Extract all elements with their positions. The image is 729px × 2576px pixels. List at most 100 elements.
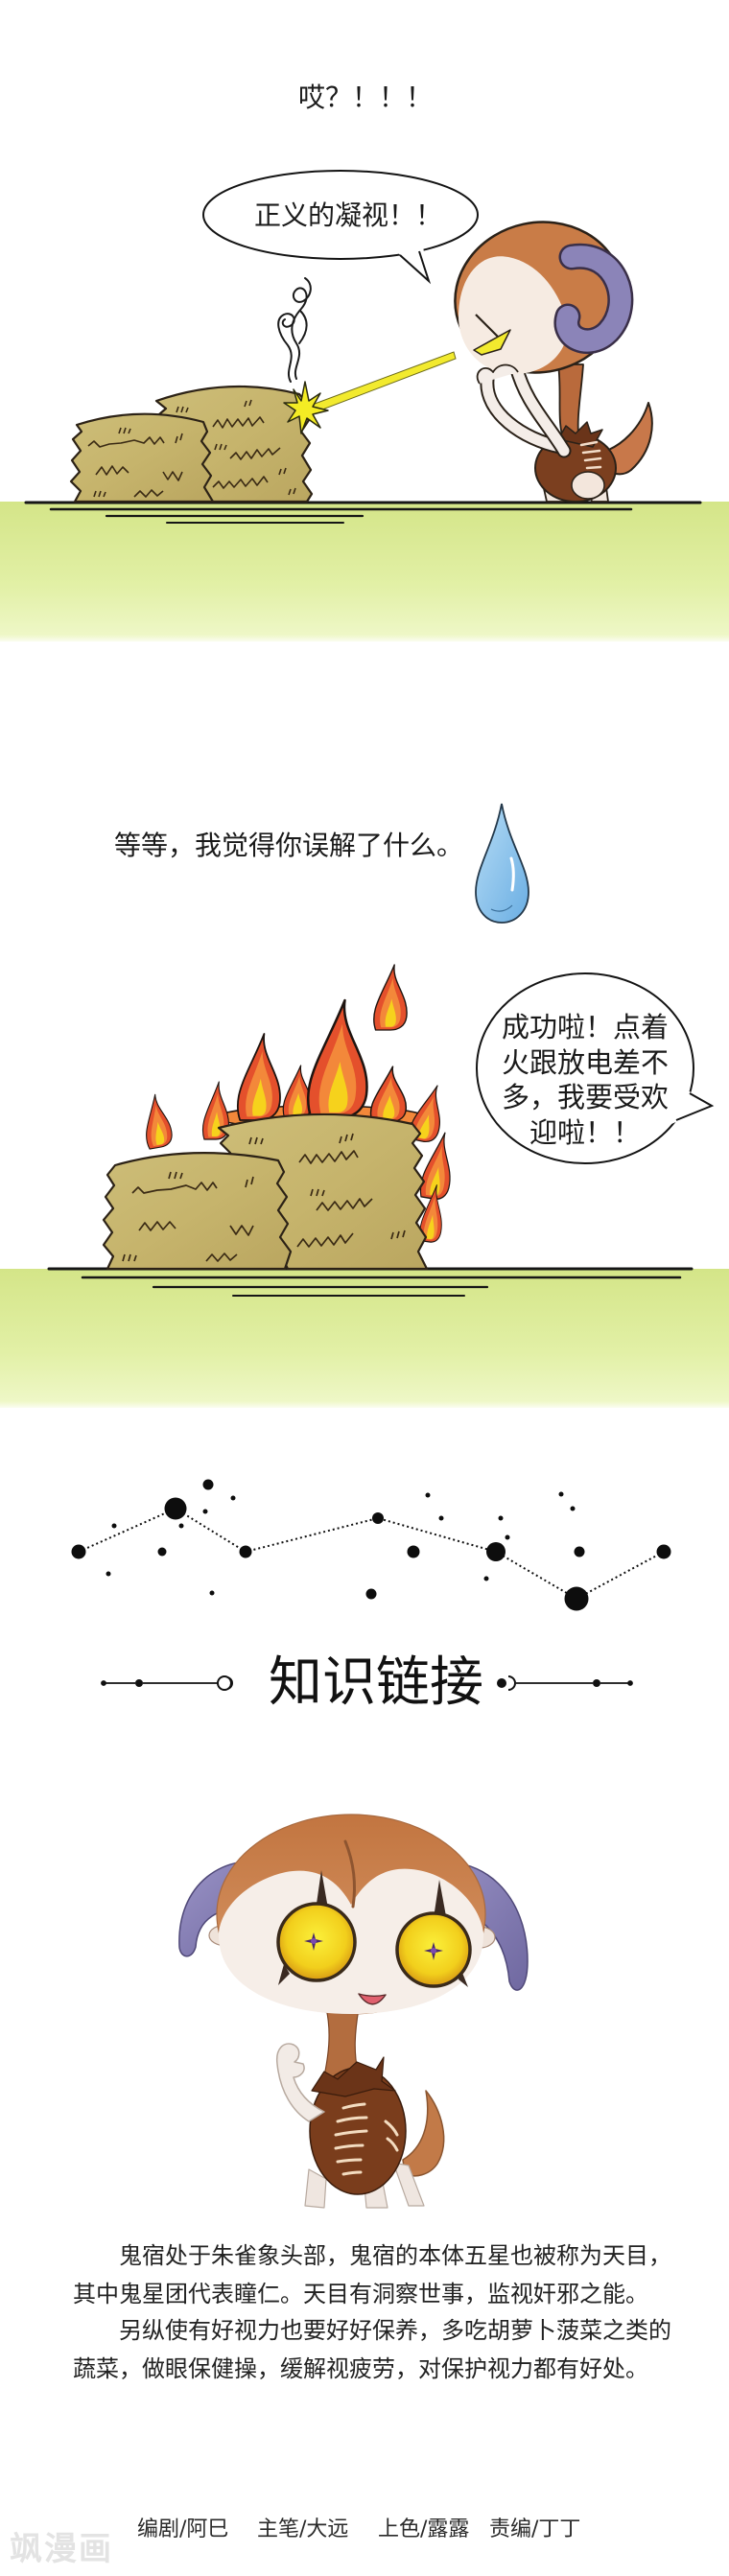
water-drop-highlight: [509, 856, 515, 892]
panel-1-illustration: [0, 170, 729, 642]
ornament-ring-fill: [226, 1676, 233, 1690]
knowledge-paragraph-2-line-2: 蔬菜，做眼保健操，缓解视疲劳，对保护视力都有好处。: [73, 2355, 648, 2382]
speech-bubble-tail: [399, 250, 432, 285]
ground-band: [0, 1269, 729, 1408]
smoke-swirl: [298, 310, 308, 344]
speech-bubble-2-line: 成功啦！点着: [501, 1011, 669, 1043]
stripe: [579, 440, 599, 447]
star: [425, 1492, 431, 1498]
stripe: [585, 465, 602, 470]
flame: [373, 964, 408, 1031]
hay-stroke: [131, 1182, 218, 1194]
hay-texture: [122, 1171, 254, 1262]
hay-stroke: [176, 399, 296, 496]
hay-bale-left: [69, 412, 215, 503]
speech-bubble-2: [476, 972, 715, 1164]
panel-2: 等等，我觉得你误解了什么。 成功啦！点着 火跟放电差不 多，我要受欢 迎啦！！: [0, 652, 729, 1419]
credit-editor: 责编/丁丁: [489, 2517, 581, 2541]
star: [498, 1515, 504, 1521]
hay-stroke: [298, 1150, 359, 1164]
water-drop-shape: [475, 803, 529, 924]
knowledge-paragraph-2-line-1: 另纵使有好视力也要好好保养，多吃胡萝卜菠菜之类的: [119, 2317, 671, 2344]
stripe: [341, 2170, 363, 2176]
star: [164, 1497, 187, 1520]
speech-bubble-2-text: 成功啦！点着 火跟放电差不 多，我要受欢 迎啦！！: [480, 1010, 691, 1150]
hay-texture: [248, 1133, 406, 1248]
star: [178, 1523, 184, 1529]
eye-pupil-dot: [311, 1938, 317, 1944]
eye-pupil-dot: [431, 1948, 436, 1954]
star: [209, 1590, 215, 1596]
speech-bubble-tail: [675, 1092, 715, 1121]
stripe: [341, 2102, 366, 2110]
eye-mark: [434, 1880, 446, 1918]
hay-stroke: [95, 465, 183, 481]
star: [111, 1523, 117, 1529]
ornament-crescent: [507, 1675, 516, 1691]
character-stripes: [334, 2102, 399, 2176]
speech-bubble-tail-fill: [671, 1089, 712, 1124]
character-collar: [557, 421, 603, 448]
stripe: [334, 2129, 368, 2137]
glowing-eye: [473, 329, 511, 356]
hay-stroke: [229, 447, 281, 460]
hay-stroke: [205, 1253, 238, 1262]
character-belly: [571, 471, 605, 500]
caption-misunderstanding: 等等，我觉得你误解了什么。: [114, 830, 464, 861]
panel-2-illustration: [0, 803, 729, 1408]
smoke-swirl: [277, 313, 295, 383]
star: [505, 1534, 510, 1540]
heading-ornament-right: [497, 1675, 633, 1691]
character-hand: [476, 363, 519, 385]
hay-stroke: [133, 489, 164, 498]
ornament-dot: [135, 1679, 143, 1687]
hay-texture: [176, 399, 296, 496]
speech-bubble-shape: [202, 170, 479, 260]
hay-stroke: [93, 427, 183, 498]
star: [157, 1547, 167, 1557]
hay-stroke: [87, 436, 165, 448]
character-leg: [392, 2162, 425, 2207]
star: [564, 1586, 589, 1611]
flame: [236, 1033, 281, 1121]
stripe: [384, 2119, 399, 2152]
character-arm: [510, 361, 570, 457]
star: [372, 1512, 384, 1524]
star: [407, 1545, 420, 1558]
star: [202, 1509, 208, 1514]
hay-stroke: [296, 1232, 354, 1248]
star: [202, 1479, 214, 1490]
star: [570, 1506, 576, 1511]
star: [656, 1544, 671, 1559]
eye-mark: [316, 1870, 328, 1910]
horn-purple: [556, 246, 631, 352]
character-guixiu-glaring: [454, 221, 653, 503]
flame: [282, 1065, 313, 1119]
flame: [138, 1091, 175, 1150]
star: [365, 1588, 377, 1600]
flame: [369, 1066, 408, 1123]
star: [558, 1491, 564, 1497]
character-arm-raised: [275, 2043, 325, 2122]
character-stripes: [579, 440, 602, 470]
hay-stroke: [138, 1221, 254, 1236]
character-mouth: [358, 1993, 387, 2005]
speech-bubble-shape: [476, 972, 694, 1164]
knowledge-heading: 知识链接: [269, 1651, 483, 1714]
knowledge-paragraph-1-line-2: 其中鬼星团代表瞳仁。天目有洞察世事，监视奸邪之能。: [73, 2281, 648, 2307]
credit-writer: 编剧/阿巳: [137, 2517, 229, 2541]
character-arm: [482, 374, 566, 453]
stripe: [583, 457, 602, 462]
forehead-mark: [343, 1839, 357, 1909]
ornament-dot: [497, 1678, 506, 1688]
hay-stroke: [212, 476, 269, 489]
hay-stroke: [122, 1171, 254, 1262]
knowledge-section: 知识链接: [0, 1419, 729, 2576]
character-collar: [311, 2056, 396, 2097]
heading-ornament-left: [101, 1675, 233, 1691]
star: [438, 1515, 444, 1521]
hay-bale-body: [69, 412, 215, 503]
star: [486, 1542, 506, 1561]
hay-stroke: [212, 416, 265, 429]
hay-texture: [87, 427, 183, 498]
